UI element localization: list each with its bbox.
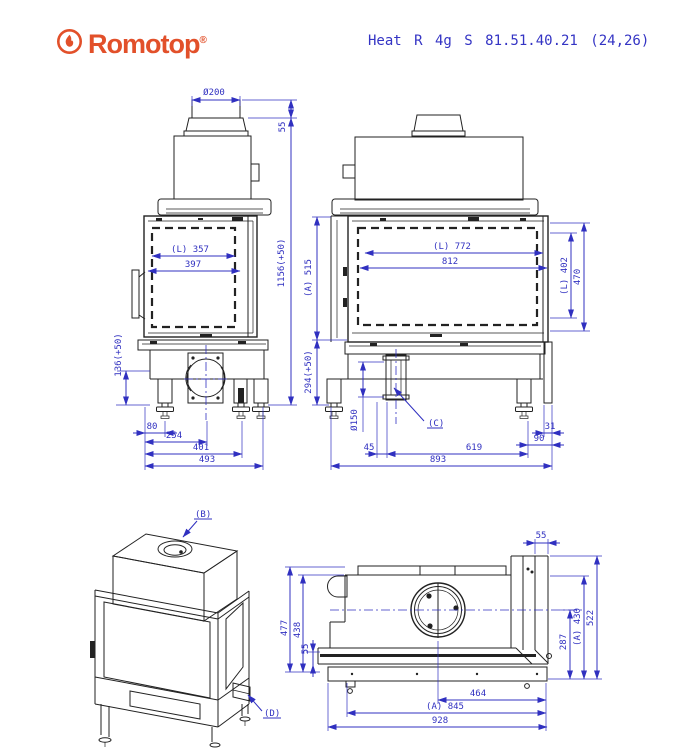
leg <box>157 378 173 404</box>
glass-opening <box>150 226 237 329</box>
dim-wall-thickness: 55 <box>536 531 547 541</box>
dim-duct-to-leg: 619 <box>466 443 482 453</box>
registered-mark: ® <box>199 35 206 46</box>
dim-leg-offset: 80 <box>147 422 158 432</box>
leg <box>516 378 532 404</box>
side-glass <box>225 601 244 691</box>
dim-glass-width: 397 <box>185 260 201 270</box>
dim-depth-body: 438 <box>293 622 303 638</box>
smoke-chamber <box>173 135 252 200</box>
dim-duct-offset: 45 <box>364 443 375 453</box>
flue-collar <box>411 130 466 137</box>
label-c: (C) <box>428 419 444 429</box>
flame-icon <box>57 29 82 54</box>
front-side-view: Ø200 55 1156(+50) (L) 357 397 136(+50) <box>114 87 297 470</box>
dim-duct-center: 254 <box>166 431 182 441</box>
door-handle <box>131 269 140 319</box>
dim-chimney-diameter: Ø200 <box>203 87 225 98</box>
dim-glass-width-inner: (L) 772 <box>433 242 471 252</box>
dim-center-to-front: 287 <box>559 634 569 650</box>
dim-firebox-height: (A) 515 <box>304 259 314 297</box>
dim-width-a: (A) 845 <box>426 702 464 712</box>
dim-leg-to-edge: 90 <box>534 434 545 444</box>
dim-overall-width: 493 <box>199 455 215 465</box>
dim-depth-overall: 522 <box>586 610 596 626</box>
dim-base-height: 136(+50) <box>114 333 124 376</box>
dim-glass-height: 470 <box>573 269 583 285</box>
handle-tab <box>327 575 348 598</box>
smoke-chamber <box>354 136 524 201</box>
dim-depth-a: (A) 430 <box>573 608 583 646</box>
dim-collar-height: 55 <box>278 122 288 133</box>
leg <box>326 378 342 404</box>
plan-view: 55 477 438 55 287 (A) 430 522 <box>280 531 602 731</box>
front-glass-edge <box>320 654 536 657</box>
drawing-title: Heat R 4g S 81.51.40.21 (24,26) <box>368 33 650 49</box>
chimney-pipe <box>191 99 241 119</box>
dim-glass-width-inner: (L) 357 <box>171 245 209 255</box>
dim-glass-width: 812 <box>442 257 458 267</box>
isometric-view: (B) (D) <box>90 510 281 748</box>
dim-overall-width: 893 <box>430 455 446 465</box>
air-inlet-plate <box>187 352 224 404</box>
corner-post <box>543 341 553 404</box>
leveling-feet <box>325 402 533 419</box>
brand-logo: Romotop® <box>56 28 207 59</box>
base-plate <box>327 666 548 682</box>
label-b: (B) <box>195 510 211 520</box>
dim-leg-span: 401 <box>193 443 209 453</box>
dim-total-height: 1156(+50) <box>277 239 287 288</box>
dim-post-width: 31 <box>545 422 556 432</box>
label-d: (D) <box>264 709 280 719</box>
firebox-front <box>347 215 549 343</box>
dim-center-to-right: 464 <box>470 689 486 699</box>
dim-overall-width: 928 <box>432 716 448 726</box>
flue-outlet <box>157 540 193 558</box>
dim-glass-height-inner: (L) 402 <box>560 257 570 295</box>
dim-duct-diameter: Ø150 <box>349 409 360 431</box>
brand-text: Romotop® <box>88 29 207 59</box>
leg <box>253 378 269 404</box>
firebox-front <box>143 215 258 338</box>
dim-base-height: 294(+50) <box>304 350 314 393</box>
front-main-view: (L) 772 812 (A) 515 294(+50) (L) 402 470… <box>304 114 590 470</box>
dim-depth-total: 477 <box>280 620 290 636</box>
glass-opening <box>356 226 539 327</box>
dim-front-step: 55 <box>301 644 311 655</box>
front-glass <box>103 601 211 699</box>
leveling-feet <box>156 402 270 419</box>
